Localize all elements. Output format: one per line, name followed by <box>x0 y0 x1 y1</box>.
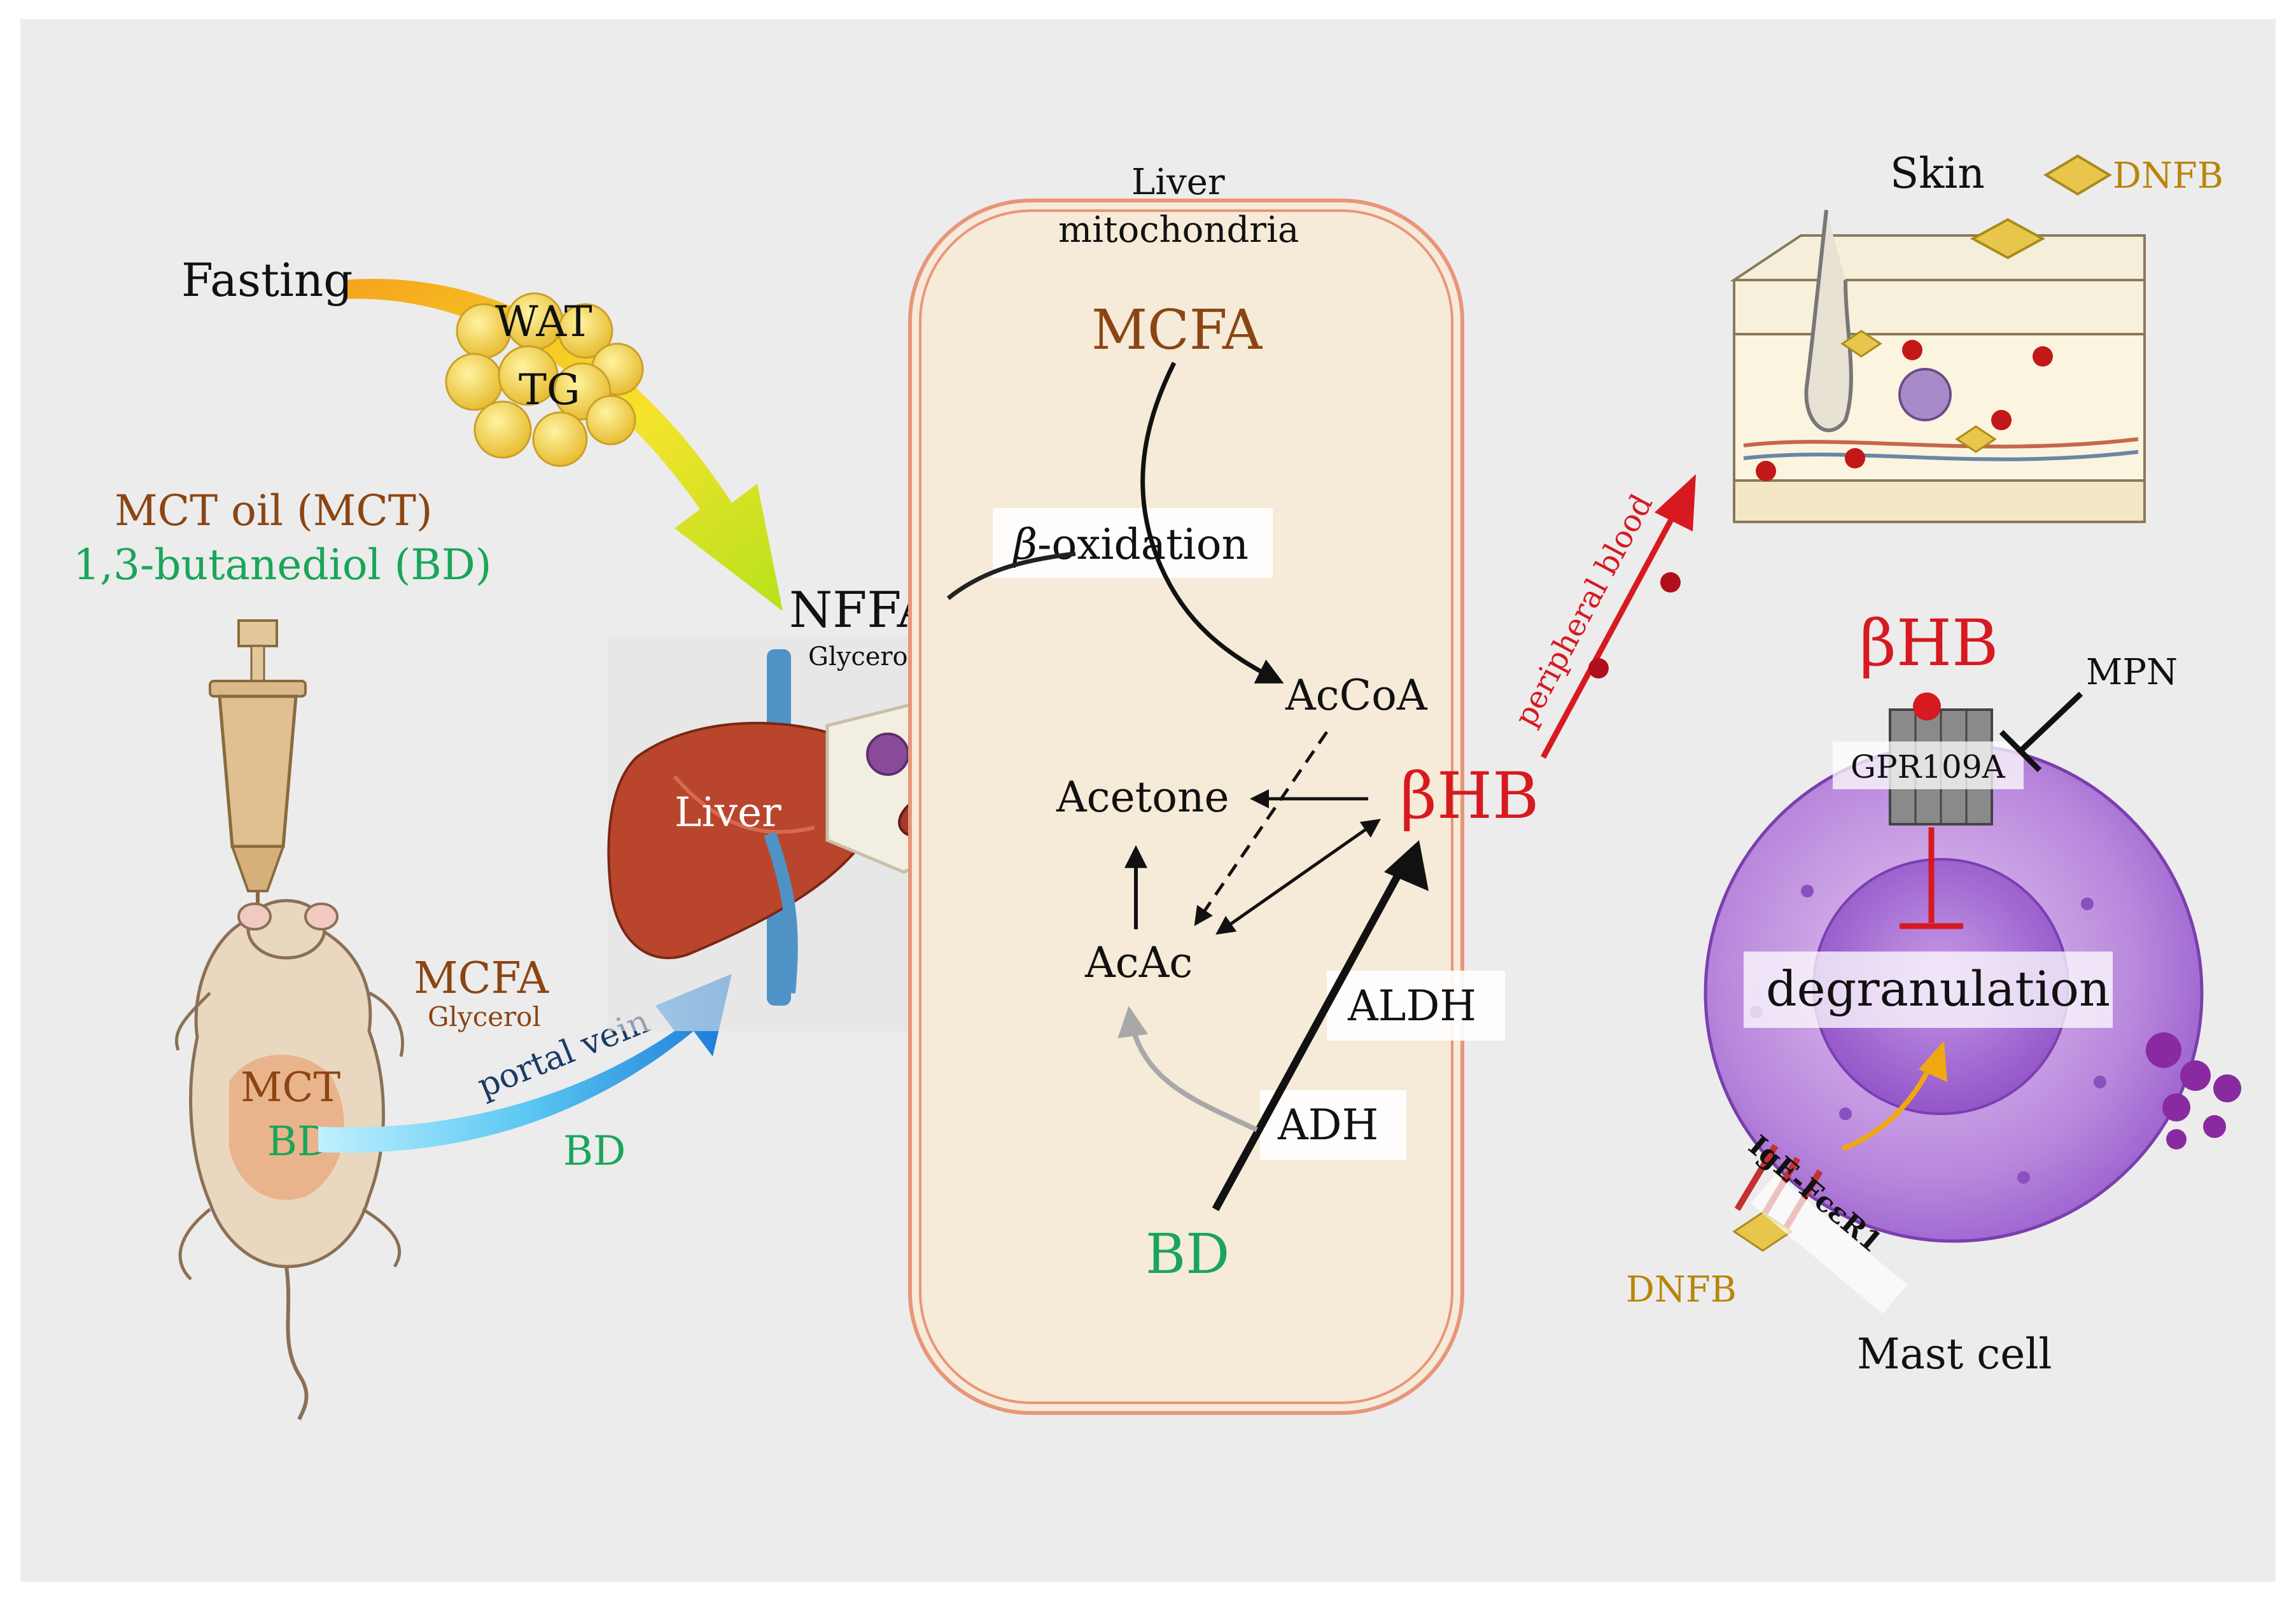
degranulation-label: degranulation <box>1766 960 2110 1017</box>
glycerol-left-label: Glycerol <box>428 1001 541 1032</box>
acetone-label: Acetone <box>1056 773 1229 822</box>
adh-label: ADH <box>1277 1100 1378 1149</box>
bd-to-bhb-arrow <box>1212 864 1407 1211</box>
butanediol-label: 1,3-butanediol (BD) <box>73 540 492 589</box>
fasting-label: Fasting <box>181 253 353 307</box>
blood-bhb-dot-1 <box>1588 658 1609 678</box>
mast-cell-label: Mast cell <box>1857 1330 2052 1379</box>
bhb-center-label: βHB <box>1400 759 1539 833</box>
bd-mito-label: BD <box>1145 1223 1229 1286</box>
oxidation-text: -oxidation <box>1037 520 1249 569</box>
mct-mouse-label: MCT <box>241 1064 341 1111</box>
skin-label: Skin <box>1890 149 1985 198</box>
ige-box <box>1751 1174 1907 1314</box>
accoa-label: AcCoA <box>1285 671 1428 720</box>
aldh-label: ALDH <box>1347 981 1476 1030</box>
wat-label: WAT <box>495 297 592 346</box>
liver-mito-label-2: mitochondria <box>1058 209 1299 251</box>
fat-cells-icon <box>445 292 644 467</box>
bhb-right-label: βHB <box>1859 606 1999 680</box>
glycerol-top-label: Glycerol <box>808 642 916 671</box>
peripheral-blood-arrow <box>1541 507 1679 759</box>
acac-bhb-arrow <box>1215 819 1381 935</box>
mcfa-left-label: MCFA <box>414 953 549 1004</box>
dnfb-bottom-label: DNFB <box>1626 1269 1737 1310</box>
mcfa-to-accoa-arrow <box>1140 362 1284 684</box>
degranulation-box <box>1744 952 2113 1028</box>
mcfa-mito-label: MCFA <box>1091 299 1263 362</box>
syringe-icon <box>209 619 307 923</box>
tg-label: TG <box>519 365 580 414</box>
liver-mito-label-1: Liver <box>1131 162 1225 203</box>
adh-box <box>1260 1090 1406 1160</box>
beta-oxidation-box <box>993 508 1273 578</box>
mpn-label: MPN <box>2086 652 2178 693</box>
aldh-box <box>1327 971 1505 1041</box>
mouse-icon <box>174 899 405 1421</box>
blood-bhb-dot-2 <box>1660 572 1681 593</box>
bd-to-acac-arrow <box>1117 1006 1258 1132</box>
gpr109a-label: GPR109A <box>1851 748 2006 785</box>
dnfb-diamond-icon <box>2043 154 2112 196</box>
skin-section-icon <box>1730 209 2146 523</box>
nffa-to-oxidation-line <box>946 551 1076 600</box>
liver-organ-label: Liver <box>675 789 781 836</box>
gpr109a-box <box>1833 741 2024 789</box>
beta-oxidation-label: β-oxidation <box>1011 520 1249 569</box>
acac-label: AcAc <box>1084 938 1193 987</box>
mct-oil-label: MCT oil (MCT) <box>115 486 433 535</box>
mpn-inhibition-line <box>2018 691 2083 754</box>
bd-lower-label: BD <box>563 1128 626 1175</box>
dnfb-top-label: DNFB <box>2113 155 2223 197</box>
